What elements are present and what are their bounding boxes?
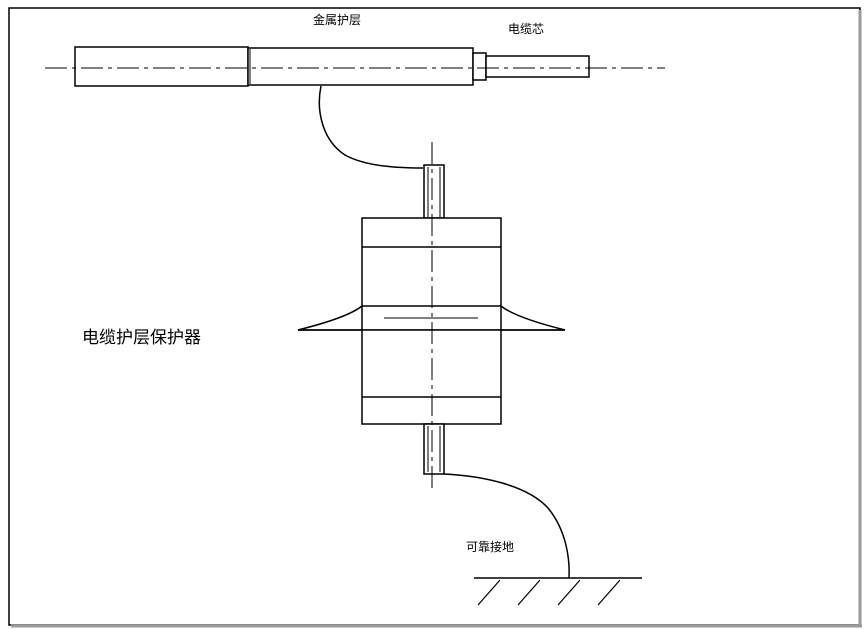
ground-hatch: [557, 579, 581, 606]
skirt-right: [500, 304, 566, 331]
cable-outer-jacket: [74, 46, 249, 87]
top-terminal: [423, 164, 445, 219]
metal-sheath-section: [247, 47, 474, 86]
cable-core-conductor: [485, 55, 590, 78]
outer-border: [8, 7, 861, 626]
bottom-terminal: [423, 423, 445, 475]
ground-hatch: [597, 579, 621, 606]
cable-assembly: [45, 46, 665, 87]
skirt-left: [297, 304, 363, 331]
cable-core-label: 电缆芯: [508, 22, 545, 36]
protector-title-label: 电缆护层保护器: [82, 328, 201, 348]
reliable-ground-label: 可靠接地: [466, 540, 515, 554]
sheath-lead-wire: [318, 85, 424, 169]
ground-symbol: [474, 577, 642, 606]
ground-hatch: [517, 579, 541, 606]
ground-hatch: [477, 579, 501, 606]
insulation-step: [472, 52, 487, 81]
ground-lead-wire: [443, 473, 570, 579]
metal-sheath-label: 金属护层: [313, 13, 362, 27]
sheath-protector: [297, 142, 566, 490]
